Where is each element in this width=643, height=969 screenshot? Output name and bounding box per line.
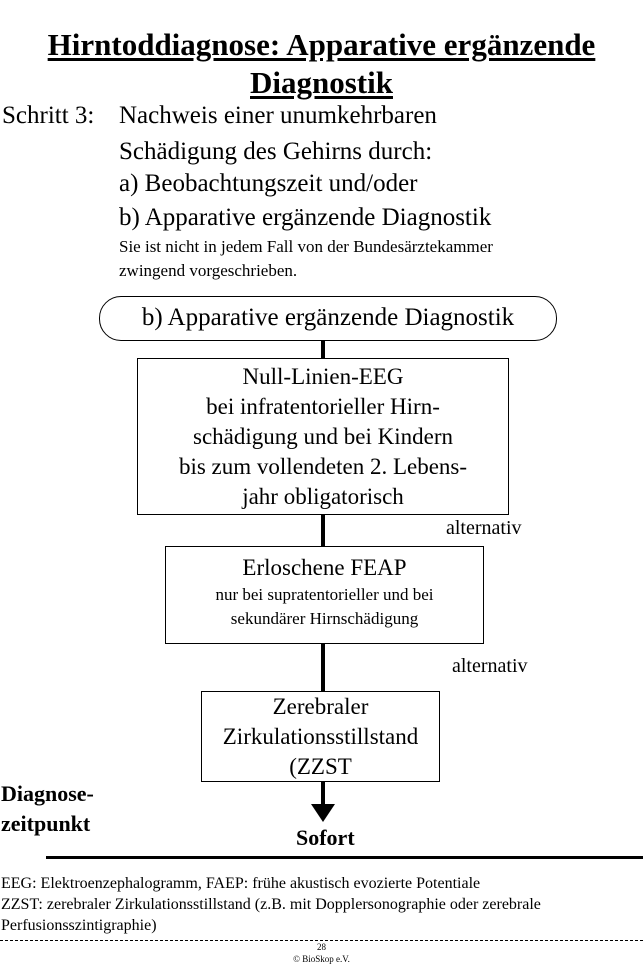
result-label: Sofort [296,825,355,850]
side-label-line-1: Diagnose- [1,781,94,806]
step-item-a: a) Beobachtungszeit und/oder [119,170,418,197]
alternative-label-1: alternativ [446,517,522,539]
box2-line-1: Erloschene FEAP [242,555,407,580]
footer-rule [0,940,643,941]
box2-line-3: sekundärer Hirnschädigung [230,609,419,628]
footnote-line-2: ZZST: zerebraler Zirkulationsstillstand … [1,896,541,913]
step-line-2: Schädigung des Gehirns durch: [119,138,433,165]
page-title: Hirntoddiagnose: Apparative ergänzende D… [0,26,643,102]
separator-line [46,856,643,859]
note-line-1: Sie ist nicht in jedem Fall von der Bund… [119,237,493,256]
footnote-line-1: EEG: Elektroenzephalogramm, FAEP: frühe … [1,875,481,892]
box1-line-1: Null-Linien-EEG [242,364,404,389]
connector-1 [321,341,325,358]
title-line-1: Hirntoddiagnose: Apparative ergänzende [47,27,596,62]
box1-line-3: schädigung und bei Kindern [193,424,453,449]
box2-line-2: nur bei supratentorieller und bei [215,585,434,604]
box3-line-3: (ZZST [289,754,352,779]
step-line-1: Nachweis einer unumkehrbaren [119,102,437,129]
flow-header-pill: b) Apparative ergänzende Diagnostik [99,296,557,341]
connector-3 [321,644,325,691]
footnote-line-3: Perfusionsszintigraphie) [1,917,157,934]
connector-2 [321,515,325,546]
copyright: © BioSkop e.V. [293,954,350,964]
box-null-linien-eeg: Null-Linien-EEG bei infratentorieller Hi… [137,358,509,515]
side-label-line-2: zeitpunkt [1,811,91,836]
box1-line-5: jahr obligatorisch [242,484,404,509]
step-label: Schritt 3: [2,102,95,129]
title-line-2: Diagnostik [250,65,393,100]
alternative-label-2: alternativ [452,655,528,677]
box3-line-2: Zirkulationsstillstand [222,724,419,749]
box-erloschene-feap: Erloschene FEAP nur bei supratentorielle… [165,546,484,644]
step-item-b: b) Apparative ergänzende Diagnostik [119,204,492,231]
arrow-down-icon [311,804,335,822]
page-number: 28 [317,942,326,952]
note-line-2: zwingend vorgeschrieben. [119,261,298,280]
box1-line-2: bei infratentorieller Hirn- [206,394,440,419]
box1-line-4: bis zum vollendeten 2. Lebens- [178,454,468,479]
connector-4 [321,782,325,808]
box-zerebraler-zirkulationsstillstand: Zerebraler Zirkulationsstillstand (ZZST [201,691,440,782]
box3-line-1: Zerebraler [272,694,369,719]
